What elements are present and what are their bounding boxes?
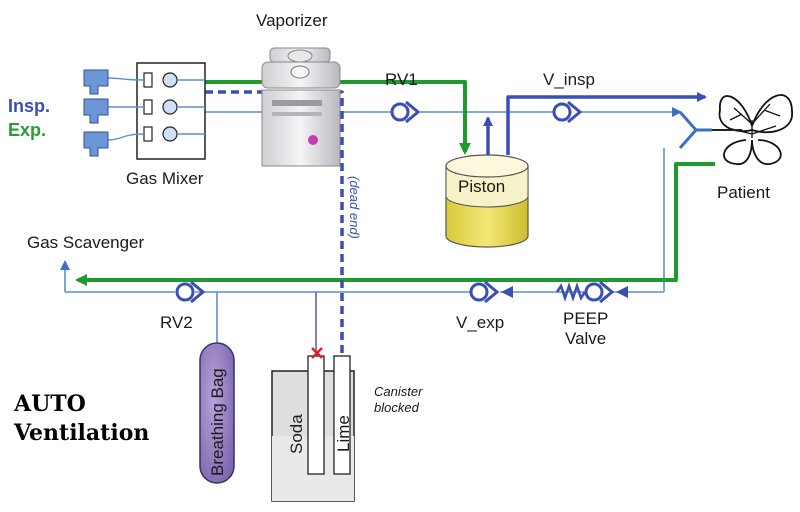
- thin-gas-lines: [60, 107, 682, 370]
- breathing-bag-label: Breathing Bag: [208, 368, 227, 476]
- patient-label: Patient: [717, 183, 770, 202]
- canister-label-line1: Canister: [374, 384, 423, 399]
- vaporizer-label: Vaporizer: [256, 11, 328, 30]
- rv2-label: RV2: [160, 313, 193, 332]
- gas-scavenger-label: Gas Scavenger: [27, 233, 145, 252]
- soda-label: Soda: [287, 414, 306, 454]
- rv1-label: RV1: [385, 70, 418, 89]
- lime-label: Lime: [334, 415, 353, 452]
- v-insp-label: V_insp: [543, 70, 595, 89]
- mode-title-line2: Ventilation: [13, 420, 149, 446]
- vaporizer: [261, 47, 341, 167]
- v-exp-label: V_exp: [456, 313, 504, 332]
- rv2-valve[interactable]: [175, 280, 206, 304]
- dead-end-label: (dead end): [347, 176, 362, 239]
- v-exp-valve[interactable]: [469, 280, 500, 304]
- patient-y-connector: [678, 111, 742, 149]
- peep-label-line1: PEEP: [563, 309, 608, 328]
- breathing-bag: [199, 342, 235, 484]
- peep-label-line2: Valve: [565, 329, 606, 348]
- legend-exp: Exp.: [8, 120, 46, 140]
- patient-lungs: [718, 94, 793, 165]
- soda-lime-canister: [271, 347, 355, 502]
- rv1-valve[interactable]: [390, 100, 421, 124]
- gas-mixer: [83, 62, 206, 160]
- peep-valve[interactable]: [555, 280, 615, 304]
- v-insp-valve[interactable]: [552, 100, 583, 124]
- mode-title-line1: AUTO: [13, 391, 86, 417]
- legend-insp: Insp.: [8, 96, 50, 116]
- piston: [445, 154, 529, 248]
- return-arrows: [501, 286, 628, 298]
- piston-label: Piston: [458, 177, 505, 196]
- canister-label-line2: blocked: [374, 400, 420, 415]
- gas-mixer-label: Gas Mixer: [126, 169, 204, 188]
